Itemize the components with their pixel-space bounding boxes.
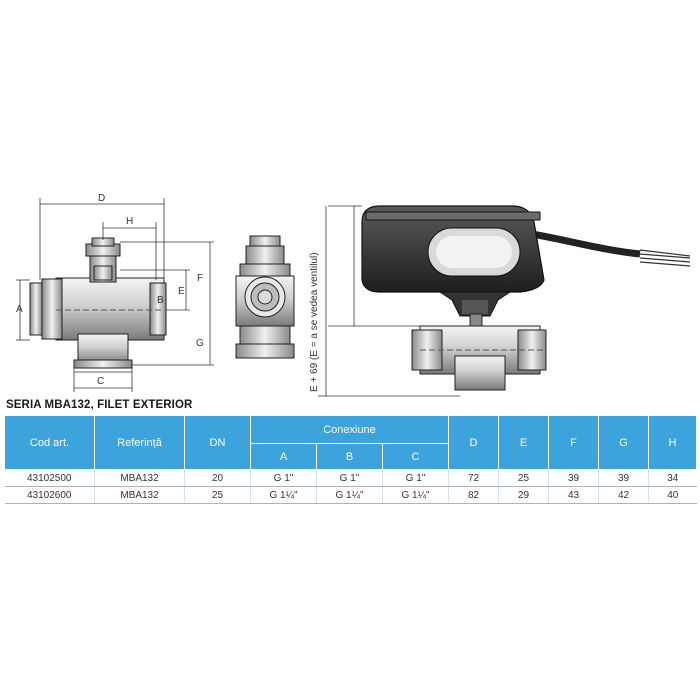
table-cell: G 1¼": [316, 486, 383, 504]
table-cell: G 1": [382, 469, 450, 487]
side-view: [235, 235, 295, 359]
table-row: 43102500 MBA132 20 G 1" G 1" G 1" 72 25 …: [4, 469, 697, 487]
header-f: F: [548, 415, 600, 470]
table-cell: 29: [498, 486, 550, 504]
table-cell: 25: [498, 469, 550, 487]
dim-label-b: B: [157, 295, 164, 306]
table-cell: 34: [648, 469, 697, 487]
table-cell: 39: [548, 469, 600, 487]
table-cell: G 1¼": [250, 486, 317, 504]
dim-vertical-note: E + 69 (E = a se vedea ventilul): [309, 252, 320, 392]
header-h: H: [648, 415, 698, 470]
dim-label-f: F: [197, 273, 203, 284]
dim-label-h: H: [126, 216, 133, 227]
dim-label-g: G: [196, 338, 204, 349]
front-view: [29, 237, 167, 369]
dim-label-c: C: [97, 376, 104, 387]
header-g: G: [598, 415, 650, 470]
table-cell: G 1¼": [382, 486, 450, 504]
table-cell: 42: [598, 486, 650, 504]
table-cell: 20: [184, 469, 251, 487]
header-conexiune: Conexiune: [249, 415, 450, 444]
dim-label-e: E: [178, 286, 185, 297]
front-dimensions: [16, 198, 214, 392]
table-cell: 25: [184, 486, 251, 504]
table-cell: 72: [448, 469, 500, 487]
table-cell: G 1": [250, 469, 317, 487]
dim-label-d: D: [98, 193, 105, 204]
header-b: B: [316, 443, 383, 470]
header-d: D: [448, 415, 500, 470]
actuator-view: [361, 205, 691, 391]
table-cell: 40: [648, 486, 697, 504]
header-referinta: Referință: [94, 415, 185, 470]
table-cell: MBA132: [94, 486, 185, 504]
actuator-dimensions: [318, 205, 460, 397]
header-cod-art: Cod art.: [4, 415, 95, 470]
table-cell: 43102600: [4, 486, 95, 504]
header-e: E: [498, 415, 550, 470]
table-row: 43102600 MBA132 25 G 1¼" G 1¼" G 1¼" 82 …: [4, 486, 697, 504]
header-a: A: [250, 443, 317, 470]
spec-table: Cod art. Referință DN Conexiune D E F G …: [4, 415, 698, 504]
table-cell: 43102500: [4, 469, 95, 487]
table-cell: MBA132: [94, 469, 185, 487]
table-cell: G 1": [316, 469, 383, 487]
header-c: C: [381, 443, 450, 470]
technical-drawing: D H E F A B C G: [16, 193, 691, 397]
header-dn: DN: [184, 415, 251, 470]
table-cell: 43: [548, 486, 600, 504]
table-cell: 39: [598, 469, 650, 487]
table-cell: 82: [448, 486, 500, 504]
dim-label-a: A: [16, 304, 23, 315]
dim-label-69: 69: [361, 256, 372, 268]
series-title: SERIA MBA132, FILET EXTERIOR: [6, 399, 193, 411]
